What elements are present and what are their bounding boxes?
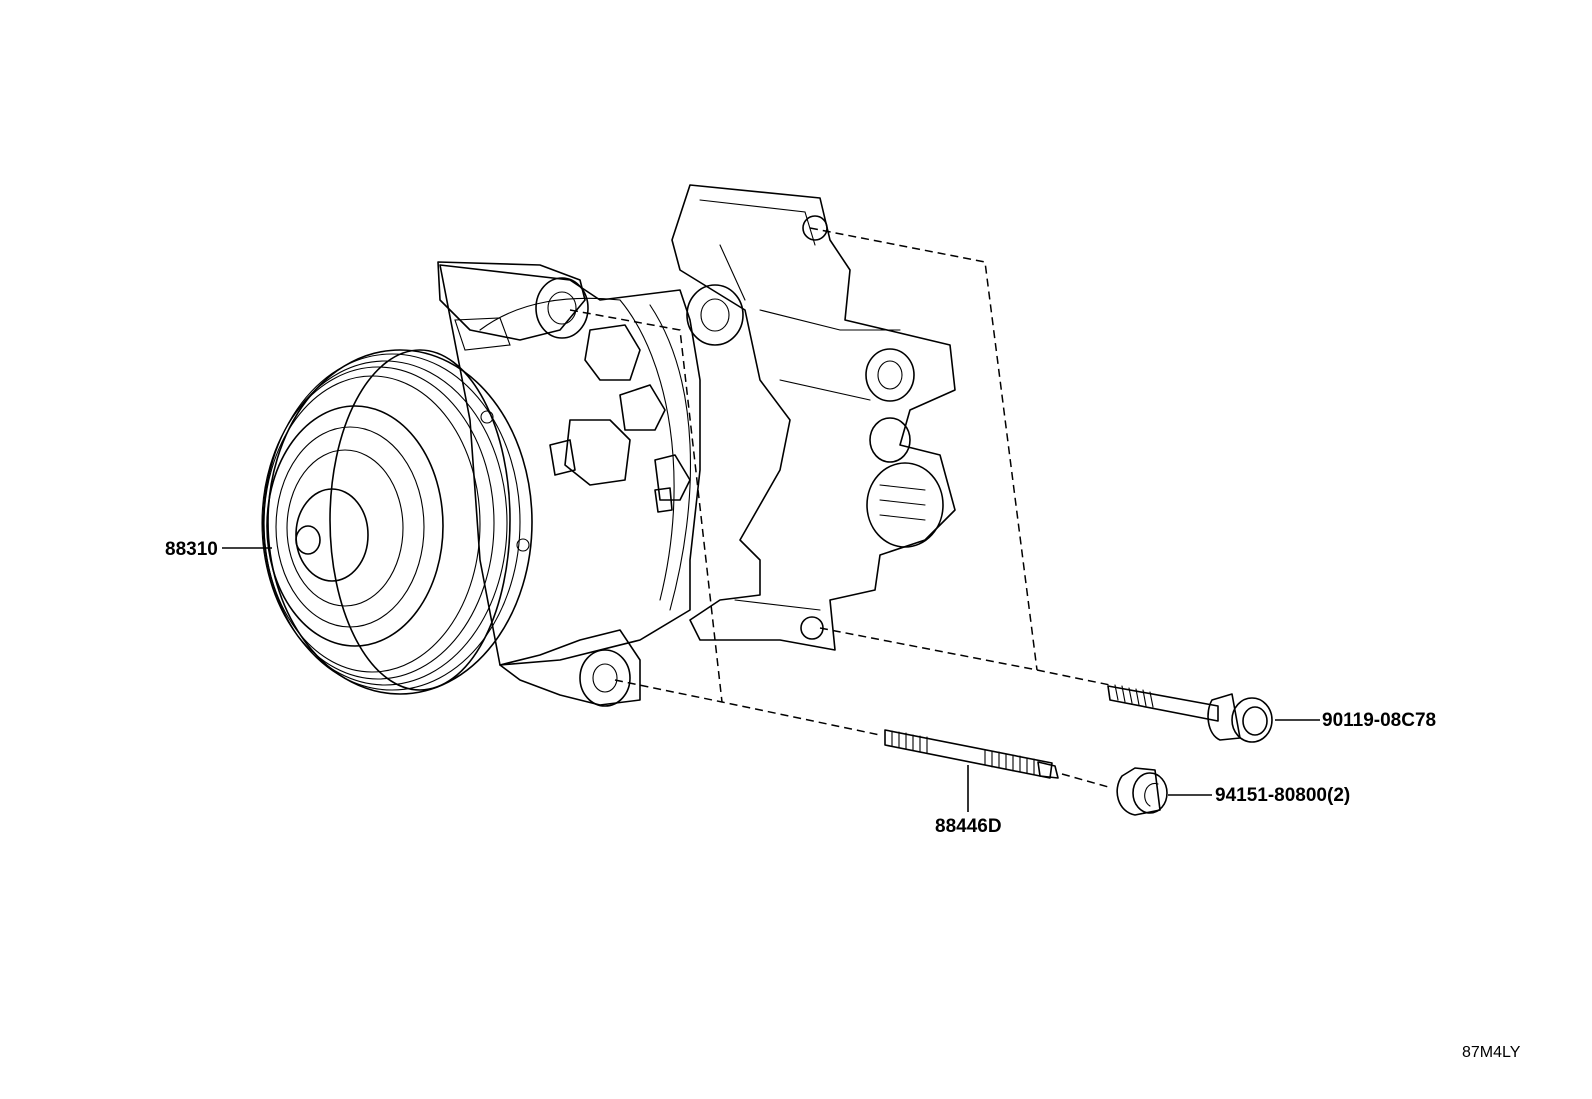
callout-88446d[interactable]: 88446D <box>935 816 1002 837</box>
bolt-part[interactable] <box>1107 684 1273 743</box>
installation-lines <box>569 227 1113 789</box>
stud-bolt-part[interactable] <box>884 729 1059 779</box>
callout-94151-80800[interactable]: 94151-80800(2) <box>1215 785 1350 806</box>
callout-90119-08c78[interactable]: 90119-08C78 <box>1322 710 1436 731</box>
nut-part[interactable] <box>1116 767 1168 816</box>
compressor-assembly[interactable] <box>261 184 956 707</box>
callout-88310[interactable]: 88310 <box>165 539 218 560</box>
figure-code: 87M4LY <box>1462 1044 1521 1061</box>
